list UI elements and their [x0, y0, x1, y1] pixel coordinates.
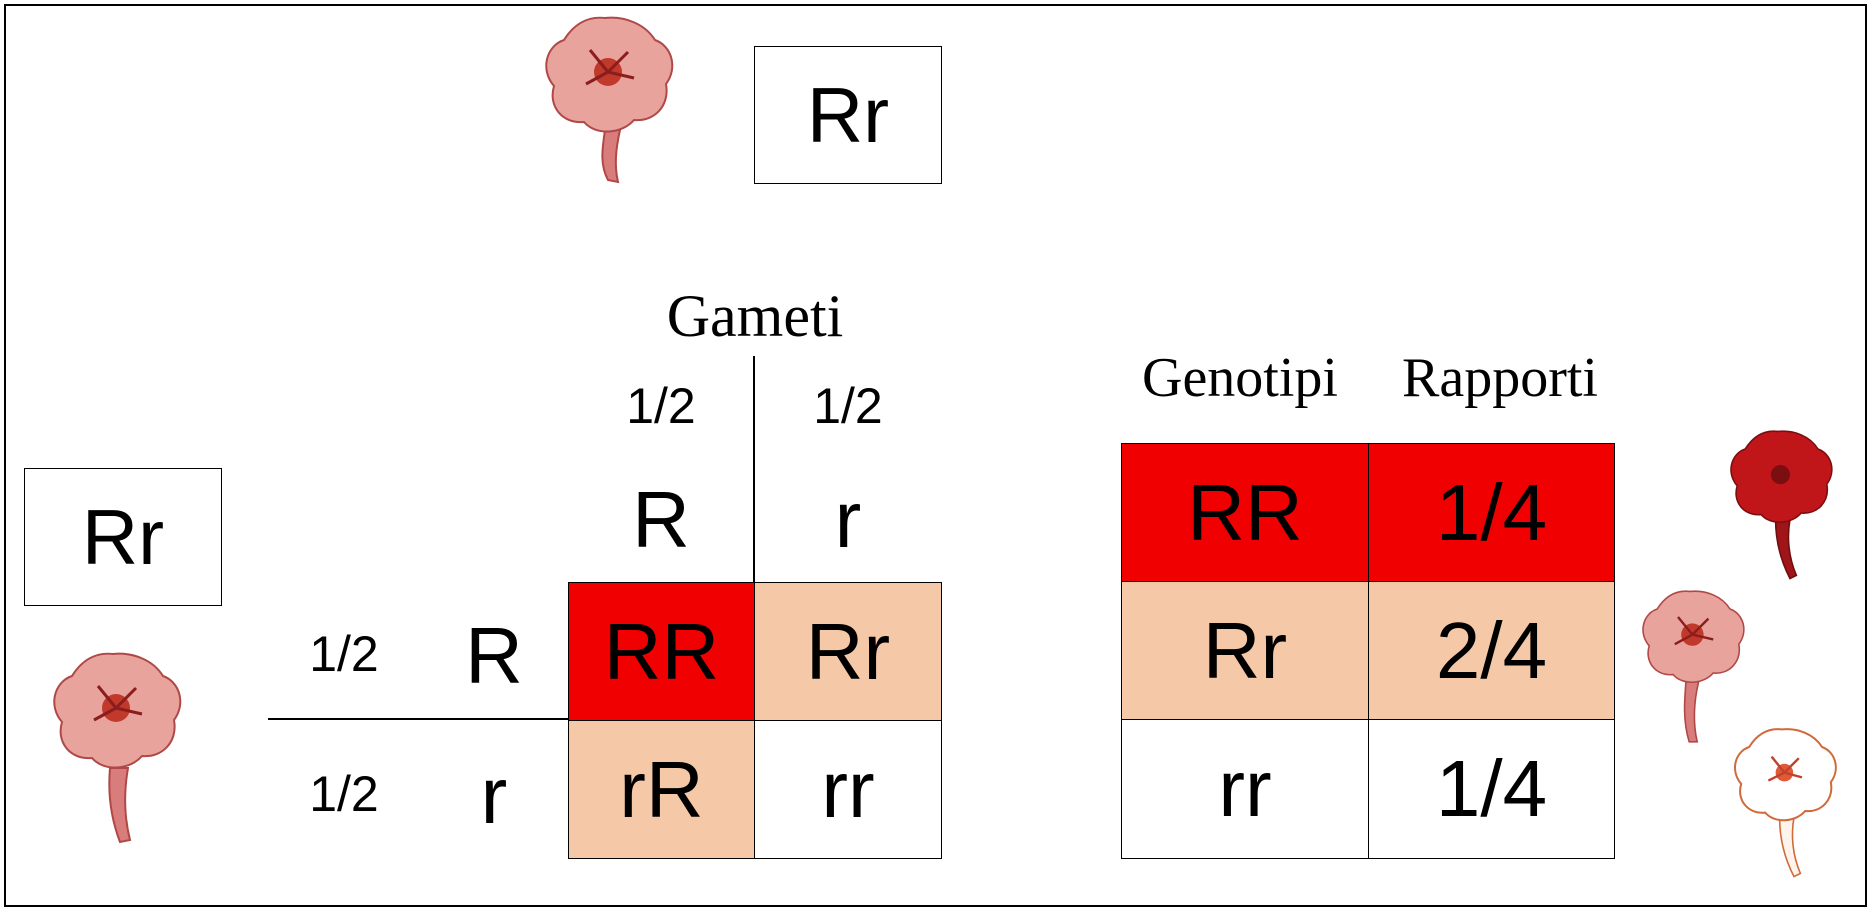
left-parent-genotype: Rr — [24, 468, 222, 606]
col-gamete-r: r — [834, 475, 862, 564]
col-gamete-R: R — [632, 475, 690, 564]
vertical-divider — [753, 356, 755, 582]
col-fraction-2: 1/2 — [813, 378, 883, 434]
row-gamete-r: r — [480, 751, 508, 840]
punnett-cell-RR: RR — [568, 582, 755, 721]
row-fraction-2: 1/2 — [309, 766, 379, 822]
row-fraction-1: 1/2 — [309, 626, 379, 682]
result-ratio-RR: 1/4 — [1368, 443, 1615, 582]
result-genotype-RR: RR — [1121, 443, 1369, 582]
white-flower-icon — [1734, 728, 1837, 878]
genotypes-header: Genotipi — [1142, 347, 1338, 409]
punnett-cell-Rr: Rr — [754, 582, 942, 721]
ratios-header: Rapporti — [1402, 347, 1598, 409]
red-flower-icon — [1730, 430, 1833, 580]
result-ratio-rr: 1/4 — [1368, 719, 1615, 859]
pink-flower-icon — [53, 652, 182, 844]
punnett-cell-rr: rr — [754, 720, 942, 859]
horizontal-divider — [268, 718, 568, 720]
pink-flower-icon — [1642, 590, 1745, 743]
result-genotype-Rr: Rr — [1121, 581, 1369, 720]
result-genotype-rr: rr — [1121, 719, 1369, 859]
punnett-cell-rR: rR — [568, 720, 755, 859]
row-gamete-R: R — [465, 611, 523, 700]
col-fraction-1: 1/2 — [626, 378, 696, 434]
result-ratio-Rr: 2/4 — [1368, 581, 1615, 720]
top-parent-genotype: Rr — [754, 46, 942, 184]
diagram-frame — [4, 4, 1867, 907]
pink-flower-icon — [545, 16, 674, 184]
gametes-label: Gameti — [666, 282, 844, 349]
